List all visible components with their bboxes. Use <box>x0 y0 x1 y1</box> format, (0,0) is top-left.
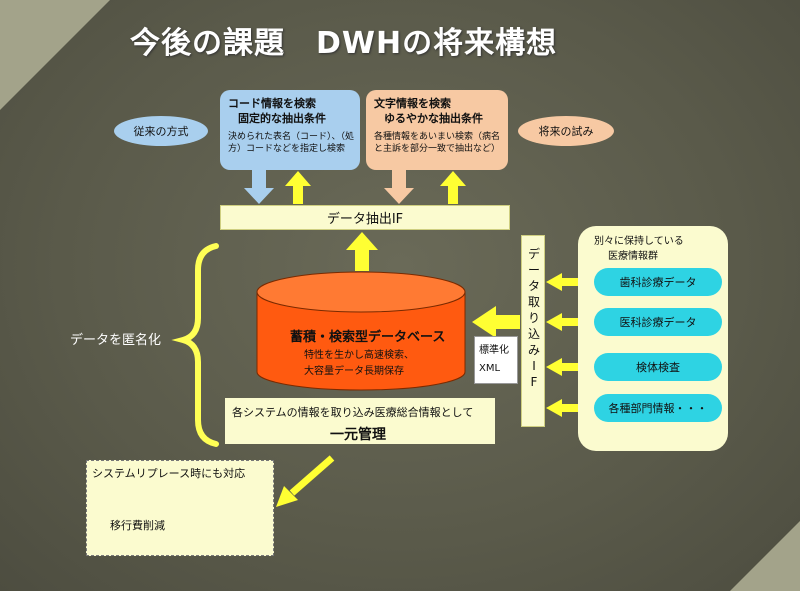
system-replace-box <box>86 460 274 556</box>
data-intake-if-label: デ ー タ 取 り 込 み I F <box>527 247 540 389</box>
source-dental: 歯科診療データ <box>594 268 722 296</box>
unified-management-title: 一元管理 <box>330 427 386 443</box>
migration-cost-label: 移行費削減 <box>110 519 165 532</box>
source-arrow-1 <box>546 273 594 291</box>
yellow-up-arrow-right <box>440 171 466 204</box>
conventional-method-ellipse: 従来の方式 <box>114 116 208 146</box>
corner-decoration-bottom-right <box>730 521 800 591</box>
intake-to-db-arrow <box>472 306 520 338</box>
xml-label: XML <box>479 363 501 374</box>
source-departments: 各種部門情報・・・ <box>594 394 722 422</box>
source-medical: 医科診療データ <box>594 308 722 336</box>
text-search-body: 各種情報をあいまい検索（病名と主訴を部分一致で抽出など） <box>374 132 501 154</box>
anonymize-bracket <box>171 243 219 447</box>
source-arrow-2 <box>546 313 594 331</box>
database-cylinder <box>256 271 466 391</box>
code-search-box: コード情報を検索 固定的な抽出条件 決められた表名（コード）、（処方）コードなど… <box>220 90 360 170</box>
code-search-heading: コード情報を検索 <box>228 97 316 110</box>
standardize-label: 標準化 <box>479 345 509 356</box>
text-search-box: 文字情報を検索 ゆるやかな抽出条件 各種情報をあいまい検索（病名と主訴を部分一致… <box>366 90 508 170</box>
peach-down-arrow <box>384 170 414 204</box>
blue-down-arrow <box>244 170 274 204</box>
database-feature-1: 特性を生かし高速検索、 <box>304 350 414 361</box>
code-search-subheading: 固定的な抽出条件 <box>238 112 326 125</box>
standardize-xml-box: 標準化 XML <box>474 336 518 384</box>
db-to-if-arrow <box>346 232 378 271</box>
data-extract-if: データ抽出IF <box>220 205 510 230</box>
anonymize-label: データを匿名化 <box>70 333 162 348</box>
source-arrow-3 <box>546 358 594 376</box>
corner-decoration-top-left <box>0 0 110 110</box>
medical-info-label: 別々に保持している 医療情報群 <box>594 236 684 262</box>
unified-management-box <box>225 398 495 444</box>
code-search-body: 決められた表名（コード）、（処方）コードなどを指定し検索 <box>228 132 355 154</box>
data-intake-if: デ ー タ 取 り 込 み I F <box>521 235 545 427</box>
database-name: 蓄積・検索型データベース <box>290 330 446 345</box>
unified-management-desc: 各システムの情報を取り込み医療総合情報として <box>232 406 474 419</box>
source-lab-test: 検体検査 <box>594 353 722 381</box>
diagonal-arrow <box>276 455 335 507</box>
database-feature-2: 大容量データ長期保存 <box>304 366 404 377</box>
source-arrow-4 <box>546 399 594 417</box>
future-attempt-ellipse: 将来の試み <box>518 116 614 146</box>
slide-title: 今後の課題 DWHの将来構想 <box>130 26 558 61</box>
text-search-heading: 文字情報を検索 <box>374 97 451 110</box>
text-search-subheading: ゆるやかな抽出条件 <box>384 112 483 125</box>
system-replace-label: システムリプレース時にも対応 <box>92 467 246 480</box>
yellow-up-arrow-left <box>285 171 311 204</box>
